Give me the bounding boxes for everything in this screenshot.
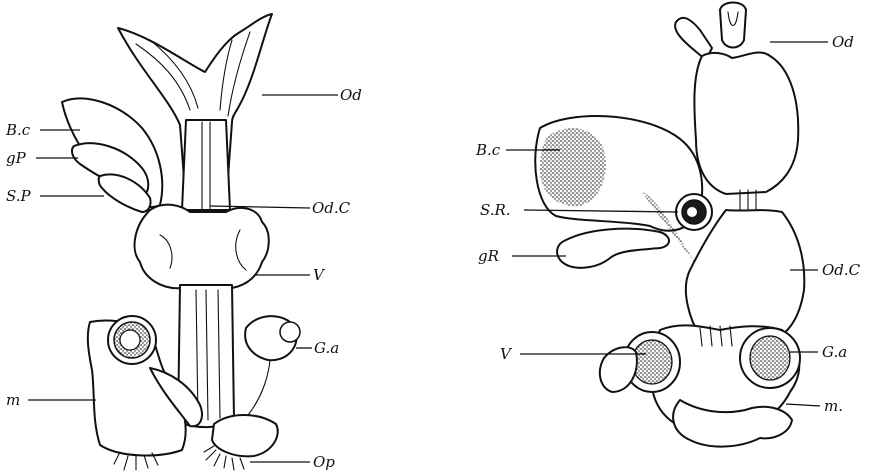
left-label-op: Op	[313, 453, 335, 471]
right-ga-right	[740, 328, 800, 388]
left-label-gp: gP	[6, 149, 27, 167]
left-ga-right	[245, 316, 300, 415]
left-label-m: m	[6, 391, 20, 409]
left-oviduct-duct	[182, 120, 230, 210]
left-label-odc: Od.C	[312, 199, 351, 217]
right-label-sr: S.R.	[480, 201, 511, 219]
left-ga-left	[108, 316, 156, 364]
right-label-od: Od	[832, 33, 854, 51]
left-vagina	[135, 205, 269, 289]
right-ga-left	[600, 332, 680, 392]
left-label-v: V	[313, 266, 326, 284]
right-figure	[535, 3, 804, 447]
left-operculum	[212, 415, 278, 456]
right-gR	[557, 229, 669, 268]
left-label-ga: G.a	[314, 339, 339, 357]
right-label-odc: Od.C	[822, 261, 861, 279]
right-label-bc: B.c	[475, 141, 501, 159]
right-oviduct-duct	[686, 210, 804, 336]
right-oviduct	[694, 53, 798, 194]
right-label-m: m.	[824, 397, 843, 415]
right-bursa-mass	[540, 128, 606, 206]
left-figure	[62, 14, 300, 470]
right-label-ga: G.a	[822, 343, 847, 361]
right-label-v: V	[500, 345, 513, 363]
right-label-gr: gR	[478, 247, 499, 265]
left-label-sp: S.P	[6, 187, 32, 205]
left-label-od: Od	[340, 86, 362, 104]
left-label-bc: B.c	[5, 121, 31, 139]
